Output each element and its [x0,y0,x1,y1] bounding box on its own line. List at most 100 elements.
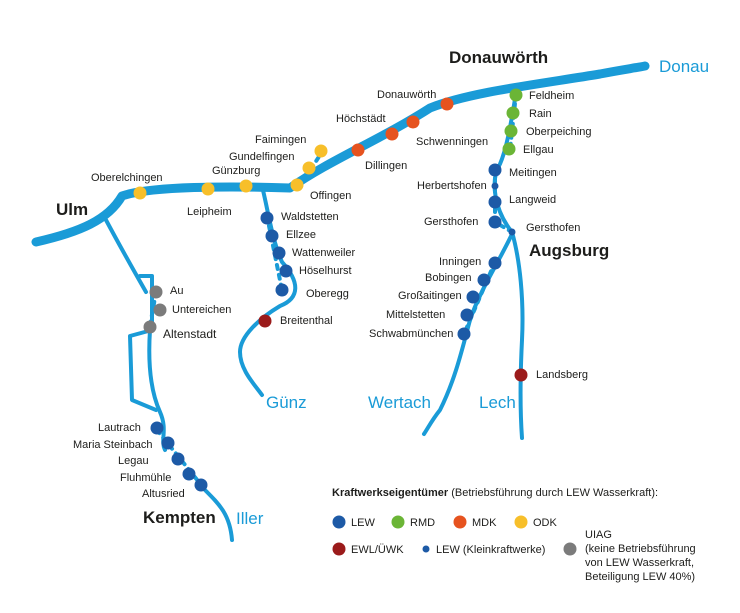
plant-inningen [488,256,502,270]
plant-au [149,285,163,299]
legend-swatch-odk [514,515,528,529]
plant-wattenweiler [272,246,286,260]
plant-oberelchingen [133,186,147,200]
plant-langweid [488,195,502,209]
plant-feldheim [509,88,523,102]
plant-fluhmuehle [182,467,196,481]
river-labels: Donau Iller Günz Wertach Lech [236,57,709,528]
label-leipheim: Leipheim [187,206,232,218]
label-faimingen: Faimingen [255,134,306,146]
label-legau: Legau [118,455,149,467]
guenz-canal [265,214,284,292]
label-donauwoerth-plant: Donauwörth [377,89,436,101]
legend-swatch-lew [332,515,346,529]
label-au: Au [170,285,183,297]
label-dillingen: Dillingen [365,160,407,172]
river-label-wertach: Wertach [368,393,431,412]
plant-oberpeiching [504,124,518,138]
plant-meitingen [488,163,502,177]
label-mittelstetten: Mittelstetten [386,309,445,321]
plant-untereichen [153,303,167,317]
plant-ellzee [265,229,279,243]
plant-labels: Oberelchingen Leipheim Günzburg Gundelfi… [73,89,591,500]
plant-faimingen [314,144,328,158]
label-hoechstaedt: Höchstädt [336,113,386,125]
city-labels: Ulm Donauwörth Augsburg Kempten Altensta… [56,48,609,527]
river-label-guenz: Günz [266,393,307,412]
label-fluhmuehle: Fluhmühle [120,472,171,484]
label-gersthofen-l: Gersthofen [526,222,580,234]
plant-schwabmuenchen [457,327,471,341]
label-landsberg: Landsberg [536,369,588,381]
city-kempten: Kempten [143,508,216,527]
label-wattenweiler: Wattenweiler [292,247,356,259]
legend-swatch-lew-small [422,545,430,553]
lech-canal-upper [508,92,518,152]
legend-label-uiag-3: von LEW Wasserkraft, [585,557,694,569]
label-gersthofen-w: Gersthofen [424,216,478,228]
label-oberegg: Oberegg [306,288,349,300]
plant-leipheim [201,182,215,196]
legend-label-ewl: EWL/ÜWK [351,544,404,556]
legend-label-odk: ODK [533,517,558,529]
label-lautrach: Lautrach [98,422,141,434]
legend-label-mdk: MDK [472,517,497,529]
iller-river-lower [203,488,234,542]
label-ellzee: Ellzee [286,229,316,241]
label-rain: Rain [529,108,552,120]
legend-label-lew-small: LEW (Kleinkraftwerke) [436,544,545,556]
legend-label-rmd: RMD [410,517,435,529]
plant-bobingen [477,273,491,287]
label-guenzburg: Günzburg [212,165,260,177]
legend-label-uiag-1: UIAG [585,529,612,541]
legend: Kraftwerkseigentümer (Betriebsführung du… [332,487,696,583]
label-herbertshofen: Herbertshofen [417,180,487,192]
label-schwabmuenchen: Schwabmünchen [369,328,453,340]
plant-mittelstetten [460,308,474,322]
label-offingen: Offingen [310,190,351,202]
city-donauwoerth: Donauwörth [449,48,548,67]
plant-dillingen [351,143,365,157]
plant-grossaitingen [466,290,480,304]
plants-layer [133,88,528,492]
iller-canal-loop [128,274,158,412]
label-untereichen: Untereichen [172,304,231,316]
label-ellgau: Ellgau [523,144,554,156]
label-gundelfingen: Gundelfingen [229,151,294,163]
plant-schwenningen [406,115,420,129]
city-ulm: Ulm [56,200,88,219]
legend-title-bold: Kraftwerkseigentümer [332,487,449,499]
plant-donauwoerth [440,97,454,111]
label-schwenningen: Schwenningen [416,136,488,148]
plant-ellgau [502,142,516,156]
iller-river-upper [104,218,148,294]
legend-title: Kraftwerkseigentümer (Betriebsführung du… [332,487,658,499]
plant-oberegg [275,283,289,297]
label-altenstadt: Altenstadt [163,327,217,341]
label-waldstetten: Waldstetten [281,211,339,223]
label-inningen: Inningen [439,256,481,268]
river-label-lech: Lech [479,393,516,412]
plant-maria-steinbach [161,436,175,450]
plant-breitenthal [258,314,272,328]
legend-label-lew: LEW [351,517,375,529]
label-breitenthal: Breitenthal [280,315,333,327]
plant-gersthofen-w [488,215,502,229]
plant-altusried [194,478,208,492]
plant-rain [506,106,520,120]
plant-gundelfingen [302,161,316,175]
legend-title-rest: (Betriebsführung durch LEW Wasserkraft): [448,487,658,499]
label-feldheim: Feldheim [529,90,574,102]
plant-herbertshofen [491,182,499,190]
legend-swatch-ewl [332,542,346,556]
legend-swatch-mdk [453,515,467,529]
label-maria-steinbach: Maria Steinbach [73,439,153,451]
plant-legau [171,452,185,466]
plant-hoechstaedt [385,127,399,141]
label-grossaitingen: Großaitingen [398,290,462,302]
plant-landsberg [514,368,528,382]
plant-gersthofen-l [508,228,516,236]
city-augsburg: Augsburg [529,241,609,260]
label-hoeselhurst: Höselhurst [299,265,352,277]
